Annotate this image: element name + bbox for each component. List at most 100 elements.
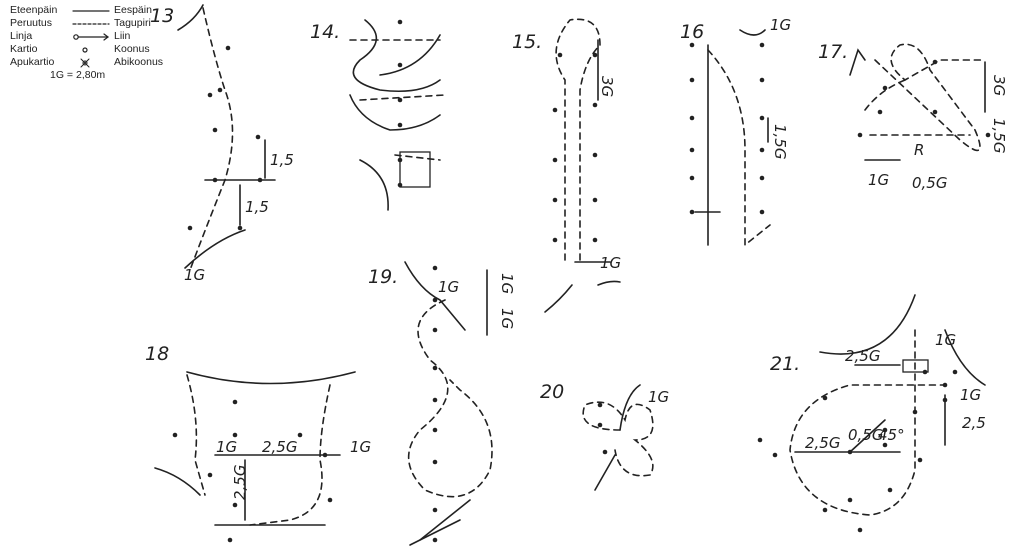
cone-icon bbox=[592, 152, 598, 158]
cone-icon bbox=[822, 507, 828, 513]
exercise-number: 19. bbox=[368, 266, 398, 288]
cone-icon bbox=[255, 134, 261, 140]
legend: Eteenpäin Eespäin Peruutus Tagupiri Linj… bbox=[10, 4, 174, 82]
cone-icon bbox=[327, 497, 333, 503]
distance-label: 1G bbox=[648, 388, 669, 406]
cone-icon bbox=[932, 109, 938, 115]
distance-label: 3G bbox=[598, 76, 616, 97]
exercise-number: 20 bbox=[540, 381, 564, 403]
legend-row-cone: Kartio Koonus bbox=[10, 43, 174, 56]
legend-label: Eespäin bbox=[114, 4, 152, 16]
cones bbox=[172, 19, 991, 543]
distance-label: 1G bbox=[350, 438, 371, 456]
cone-icon bbox=[772, 452, 778, 458]
exercise-17: 17. 3G 1,5G 1G 0,5G R bbox=[818, 41, 1008, 192]
auxiliary-cone-icon bbox=[68, 58, 114, 68]
cone-icon bbox=[882, 442, 888, 448]
cone-icon bbox=[882, 427, 888, 433]
distance-label: 1,5 bbox=[245, 198, 269, 216]
exercise-number: 21. bbox=[770, 353, 800, 375]
legend-label: Tagupiri bbox=[114, 17, 151, 29]
cone-icon bbox=[432, 507, 438, 513]
cone-icon bbox=[397, 97, 403, 103]
distance-label: 2,5G bbox=[231, 465, 249, 500]
cone-icon bbox=[237, 225, 243, 231]
cone-icon bbox=[689, 209, 695, 215]
distance-label: 1G bbox=[438, 278, 459, 296]
cone-icon bbox=[227, 537, 233, 543]
cone-icon bbox=[602, 449, 608, 455]
cone-icon bbox=[592, 197, 598, 203]
path-forward bbox=[177, 4, 204, 31]
cone-icon bbox=[759, 209, 765, 215]
cone-icon bbox=[877, 109, 883, 115]
legend-label: Koonus bbox=[114, 43, 150, 55]
exercise-number: 16 bbox=[680, 21, 704, 43]
exercise-13: 13 1,5 1,5 1G bbox=[150, 4, 294, 284]
distance-label: 3G bbox=[990, 75, 1008, 96]
cone-icon bbox=[597, 422, 603, 428]
cone-icon bbox=[689, 147, 695, 153]
cone-icon bbox=[397, 182, 403, 188]
exercise-16: 16 1G 1,5G bbox=[680, 16, 791, 247]
legend-label: Liin bbox=[114, 30, 131, 42]
distance-label: 1G bbox=[600, 254, 621, 272]
cone-icon bbox=[207, 92, 213, 98]
cone-icon bbox=[225, 45, 231, 51]
cone-icon bbox=[759, 147, 765, 153]
cone-icon bbox=[759, 77, 765, 83]
cone-icon bbox=[985, 132, 991, 138]
distance-label: R bbox=[914, 141, 924, 159]
cone-icon bbox=[172, 432, 178, 438]
cone-icon bbox=[297, 432, 303, 438]
cone-icon bbox=[922, 369, 928, 375]
cone-icon bbox=[397, 62, 403, 68]
cone-icon bbox=[187, 225, 193, 231]
cone-icon bbox=[882, 85, 888, 91]
cone-icon bbox=[232, 432, 238, 438]
legend-label: Apukartio bbox=[10, 56, 55, 68]
cone-icon bbox=[552, 237, 558, 243]
exercise-number: 13 bbox=[150, 5, 174, 27]
cone-icon bbox=[432, 427, 438, 433]
cone-icon bbox=[592, 237, 598, 243]
distance-label: 0,5G bbox=[912, 174, 947, 192]
line-arrow-icon bbox=[68, 32, 114, 41]
cone-icon bbox=[217, 87, 223, 93]
distance-label: 1G bbox=[498, 273, 516, 294]
exercise-number: 15. bbox=[512, 31, 542, 53]
exercise-15: 15. 3G 1G bbox=[512, 18, 621, 313]
cone-icon bbox=[689, 115, 695, 121]
cone-icon bbox=[207, 472, 213, 478]
exercise-21: 21. 2,5G 1G 1G 2,5 2,5G 0,5G 45° bbox=[770, 294, 986, 516]
legend-row-line: Linja Liin bbox=[10, 30, 174, 43]
distance-label: 2,5G bbox=[805, 434, 840, 452]
exercise-19: 19. 1G 1G 1G bbox=[368, 261, 516, 546]
legend-label: Kartio bbox=[10, 43, 38, 55]
cone-icon bbox=[432, 265, 438, 271]
cone-icon bbox=[552, 157, 558, 163]
cone-icon bbox=[689, 42, 695, 48]
cone-icon bbox=[397, 157, 403, 163]
solid-line-icon bbox=[68, 8, 114, 14]
cone-icon bbox=[397, 19, 403, 25]
exercise-number: 18 bbox=[145, 343, 169, 365]
cone-icon bbox=[552, 107, 558, 113]
distance-label: 1G bbox=[868, 171, 889, 189]
cone-icon bbox=[432, 537, 438, 543]
exercise-number: 17. bbox=[818, 41, 848, 63]
cone-icon bbox=[912, 409, 918, 415]
angle-label: 45° bbox=[878, 426, 905, 444]
cone-icon bbox=[557, 52, 563, 58]
cone-icon bbox=[432, 397, 438, 403]
cone-icon bbox=[759, 175, 765, 181]
cone-icon bbox=[822, 395, 828, 401]
distance-label: 1,5G bbox=[990, 118, 1008, 153]
exercise-14: 14. bbox=[310, 19, 446, 211]
distance-label: 1,5G bbox=[771, 124, 789, 159]
cone-icon bbox=[232, 399, 238, 405]
cone-icon bbox=[757, 437, 763, 443]
cone-icon bbox=[322, 452, 328, 458]
cone-icon bbox=[592, 52, 598, 58]
